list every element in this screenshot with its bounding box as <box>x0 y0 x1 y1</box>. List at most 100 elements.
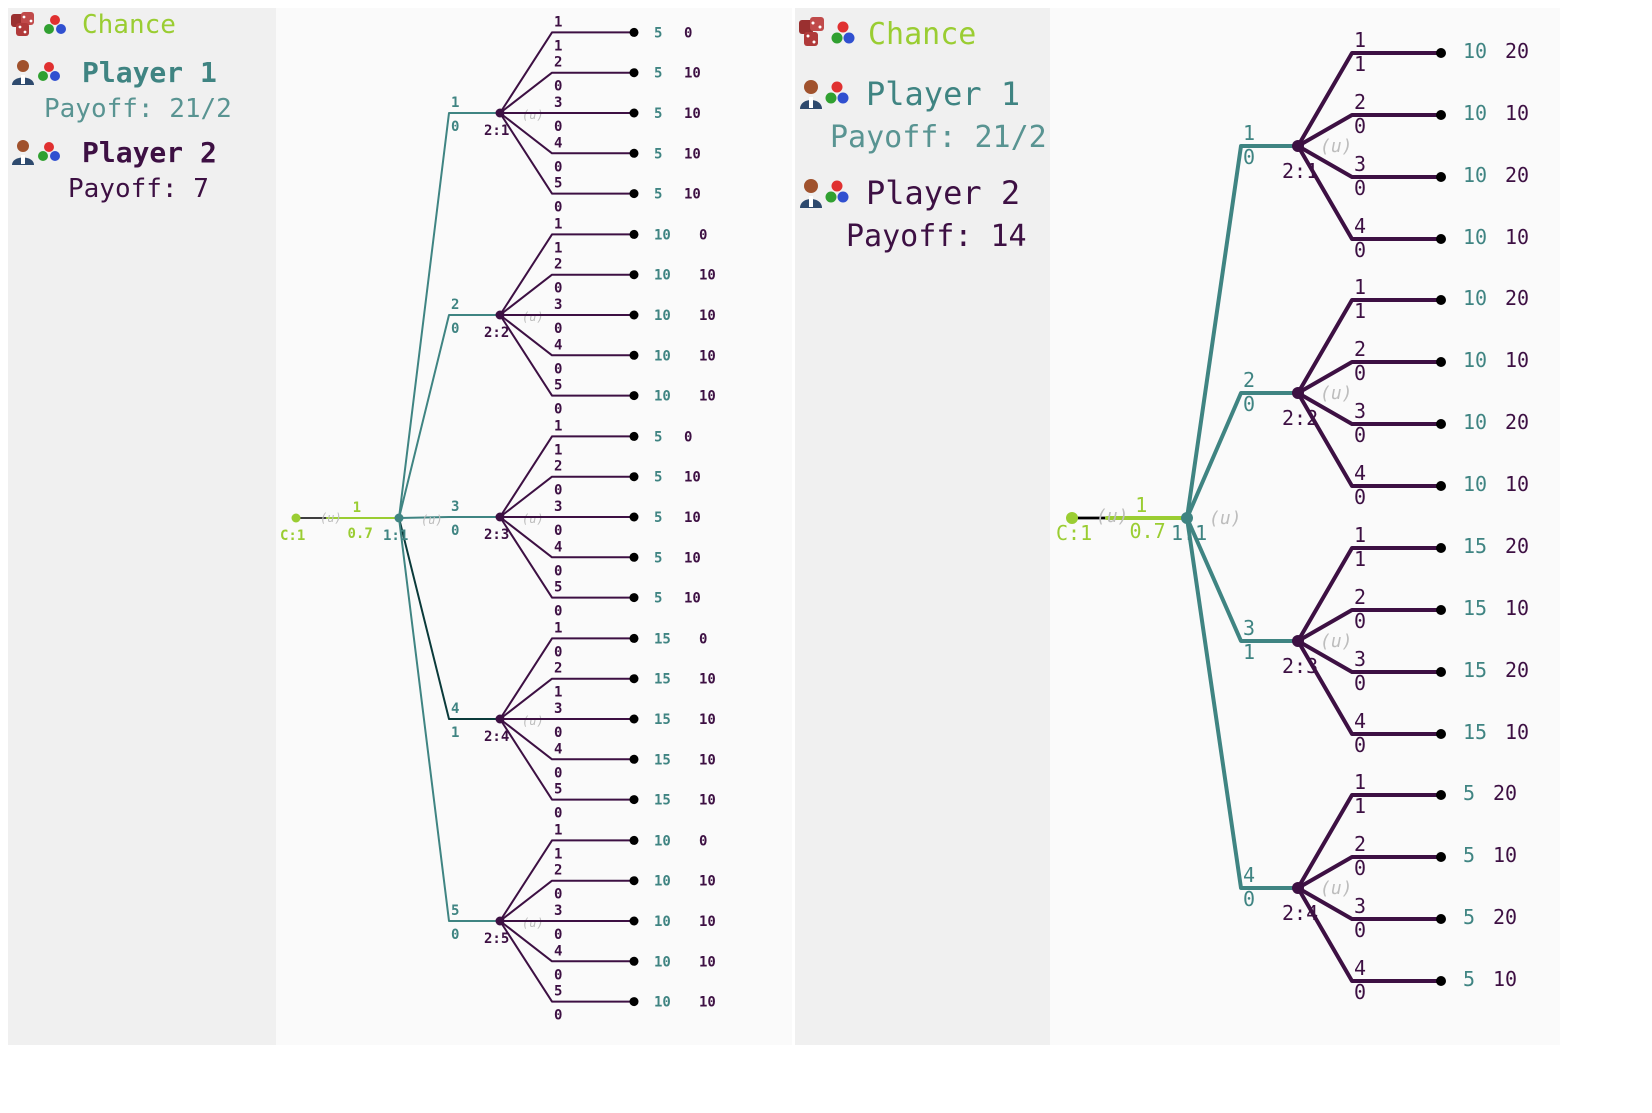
leaf-payoff-player2: 10 <box>684 187 701 203</box>
player2-leaf-edge <box>1297 144 1441 179</box>
leaf-node <box>1436 110 1446 120</box>
player1-payoff: Payoff: 21/2 <box>830 120 1047 155</box>
player2-prob-label: 0 <box>554 281 562 297</box>
player2-move-label: 5 <box>554 378 562 394</box>
legend-player2-row[interactable]: Player 2 <box>798 167 1047 219</box>
player2-move-label: 2 <box>554 55 562 71</box>
leaf-payoff-player2: 20 <box>1493 781 1517 805</box>
leaf-node <box>1436 852 1446 862</box>
leaf-payoff-player2: 20 <box>1505 163 1529 187</box>
player2-prob-label: 0 <box>554 159 562 175</box>
player2-move-label: 4 <box>554 943 562 959</box>
leaf-node <box>629 108 639 118</box>
leaf-node <box>1436 419 1446 429</box>
leaf-payoff-player2: 10 <box>1505 348 1529 372</box>
player2-prob-label: 1 <box>1354 794 1366 818</box>
leaf-payoff-player2: 10 <box>1505 225 1529 249</box>
leaf-payoff-player2: 10 <box>684 510 701 526</box>
player2-move-label: 3 <box>554 297 562 313</box>
player2-payoff: Payoff: 7 <box>68 174 209 204</box>
leaf-node <box>629 916 639 926</box>
player2-leaf-edge <box>1296 391 1441 488</box>
player2-node-label: 2:5 <box>484 931 509 947</box>
player1-move-label: 2 <box>1243 368 1255 392</box>
player2-annotation: (u) <box>1320 383 1353 404</box>
legend-chance-row[interactable]: Chance <box>798 12 1047 56</box>
player2-prob-label: 0 <box>1354 361 1366 385</box>
leaf-node <box>629 593 639 603</box>
legend-player1-row[interactable]: Player 1 <box>10 50 232 94</box>
player2-move-label: 3 <box>554 903 562 919</box>
leaf-payoff-player2: 10 <box>684 106 701 122</box>
player2-prob-label: 0 <box>554 725 562 741</box>
leaf-payoff-player1: 5 <box>1463 843 1475 867</box>
player1-prob-label: 0 <box>1243 392 1255 416</box>
leaf-payoff-player1: 15 <box>654 752 671 768</box>
leaf-payoff-player1: 5 <box>654 470 662 486</box>
player1-prob-label: 0 <box>451 321 459 337</box>
leaf-payoff-player2: 10 <box>699 752 716 768</box>
player2-prob-label: 0 <box>1354 980 1366 1004</box>
player1-node <box>1181 512 1193 524</box>
leaf-payoff-player2: 10 <box>684 550 701 566</box>
player2-leaf-edge <box>1296 51 1441 148</box>
leaf-node <box>629 633 639 643</box>
player2-move-label: 2 <box>1354 832 1366 856</box>
leaf-payoff-player2: 10 <box>684 591 701 607</box>
leaf-payoff-player1: 10 <box>654 227 671 243</box>
leaf-payoff-player2: 10 <box>684 146 701 162</box>
player2-annotation: (u) <box>1320 631 1353 652</box>
leaf-payoff-player2: 10 <box>699 914 716 930</box>
leaf-node <box>1436 914 1446 924</box>
person-icon <box>10 58 36 86</box>
leaf-payoff-player1: 15 <box>1463 720 1487 744</box>
leaf-payoff-player1: 15 <box>654 672 671 688</box>
chance-node <box>291 513 301 523</box>
chance-annotation: (u) <box>1096 506 1129 527</box>
player1-prob-label: 1 <box>451 725 459 741</box>
player2-prob-label: 0 <box>554 967 562 983</box>
player2-annotation: (u) <box>1320 136 1353 157</box>
leaf-node <box>629 391 639 401</box>
player2-prob-label: 0 <box>554 1008 562 1024</box>
leaf-payoff-player2: 20 <box>1493 905 1517 929</box>
player2-leaf-edge <box>1296 886 1441 983</box>
player2-prob-label: 0 <box>554 563 562 579</box>
player2-leaf-edge <box>1297 391 1441 426</box>
player1-prob-label: 1 <box>1243 640 1255 664</box>
player2-node <box>1292 387 1304 399</box>
leaf-payoff-player1: 10 <box>1463 163 1487 187</box>
player2-move-label: 1 <box>554 14 562 30</box>
leaf-payoff-player1: 10 <box>1463 286 1487 310</box>
player1-label: Player 1 <box>866 75 1021 113</box>
leaf-payoff-player1: 10 <box>654 954 671 970</box>
leaf-node <box>629 552 639 562</box>
player1-prob-label: 0 <box>1243 145 1255 169</box>
player2-prob-label: 0 <box>554 765 562 781</box>
leaf-node <box>1436 790 1446 800</box>
player2-leaf-edge <box>499 516 634 559</box>
person-icon <box>798 78 824 110</box>
leaf-node <box>1436 357 1446 367</box>
leaf-node <box>629 835 639 845</box>
player2-move-label: 4 <box>554 135 562 151</box>
leaf-node <box>629 472 639 482</box>
player2-move-label: 3 <box>1354 152 1366 176</box>
player2-label: Player 2 <box>866 174 1021 212</box>
leaf-payoff-player1: 5 <box>654 146 662 162</box>
legend-chance-row[interactable]: Chance <box>10 8 232 42</box>
player1-label: Player 1 <box>82 55 217 89</box>
leaf-payoff-player1: 10 <box>654 268 671 284</box>
leaf-payoff-player1: 5 <box>654 510 662 526</box>
player2-move-label: 5 <box>554 782 562 798</box>
leaf-payoff-player2: 10 <box>699 348 716 364</box>
leaf-node <box>629 876 639 886</box>
leaf-node <box>629 714 639 724</box>
colored-balls-icon <box>824 179 850 207</box>
legend-player2-row[interactable]: Player 2 <box>10 130 232 174</box>
leaf-payoff-player2: 10 <box>699 712 716 728</box>
player2-move-label: 2 <box>1354 90 1366 114</box>
player2-prob-label: 1 <box>1354 299 1366 323</box>
player2-leaf-edge <box>1297 886 1441 921</box>
legend-player1-row[interactable]: Player 1 <box>798 68 1047 120</box>
